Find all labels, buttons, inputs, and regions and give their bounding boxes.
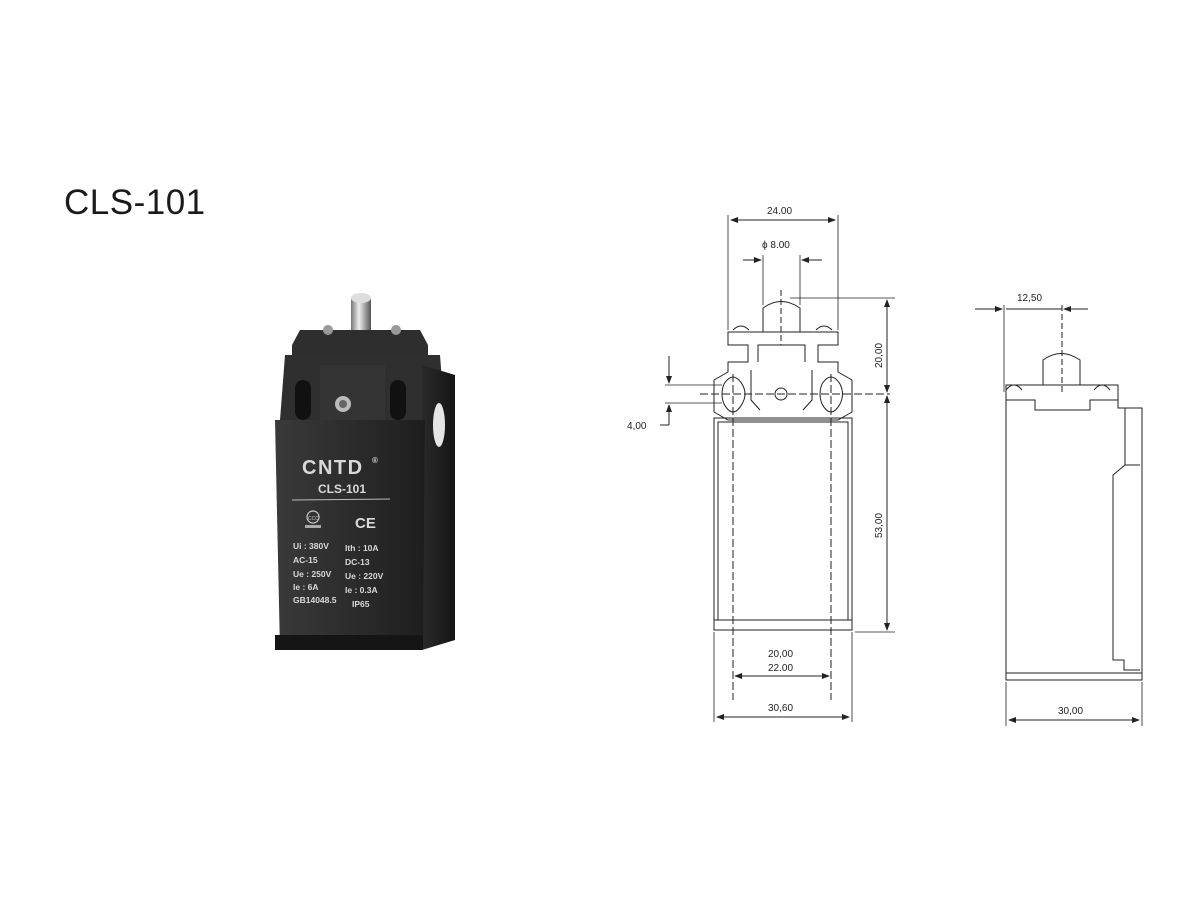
spec-ie-ac: Ie : 6A	[293, 582, 319, 592]
product-photo: CNTD ® CLS-101 CCC CE Ui : 380V AC-15 Ue…	[275, 293, 455, 650]
spec-ac: AC-15	[293, 555, 318, 565]
registered-mark: ®	[372, 456, 378, 465]
spec-ith: Ith : 10A	[345, 543, 379, 553]
dim-top-width: 24.00	[767, 206, 792, 217]
spec-dc: DC-13	[345, 557, 370, 567]
dim-slot-width: 4,00	[627, 421, 647, 432]
spec-ue-dc: Ue : 220V	[345, 571, 384, 581]
front-view-drawing	[660, 215, 895, 722]
dim-depth: 30,00	[1058, 706, 1083, 717]
dim-hole-spacing-a: 20,00	[768, 649, 793, 660]
svg-text:CCC: CCC	[308, 516, 319, 522]
spec-ip: IP65	[352, 599, 370, 609]
spec-ie-dc: Ie : 0.3A	[345, 585, 378, 595]
dim-plunger-diameter: ϕ 8.00	[762, 240, 790, 251]
dim-hole-spacing-b: 22.00	[768, 663, 793, 674]
spec-ui: Ui : 380V	[293, 541, 329, 551]
spec-ue-ac: Ue : 250V	[293, 569, 332, 579]
dim-body-width: 30,60	[768, 703, 793, 714]
ce-mark-icon: CE	[355, 515, 376, 532]
side-view-drawing	[975, 305, 1143, 726]
spec-standard: GB14048.5	[293, 595, 337, 605]
brand-label: CNTD	[302, 457, 364, 479]
ccc-mark-icon: CCC	[305, 510, 321, 528]
model-label: CLS-101	[318, 482, 366, 496]
dim-plunger-height: 20,00	[874, 343, 885, 368]
model-title: CLS-101	[64, 183, 206, 222]
dim-plunger-offset: 12,50	[1017, 293, 1042, 304]
dim-body-height: 53,00	[874, 513, 885, 538]
side-view-dimensions: 12,50 30,00	[1017, 293, 1083, 717]
front-view-dimensions: 24.00 ϕ 8.00 20,00 53,00 4,00 20,00 22.0…	[627, 206, 885, 714]
